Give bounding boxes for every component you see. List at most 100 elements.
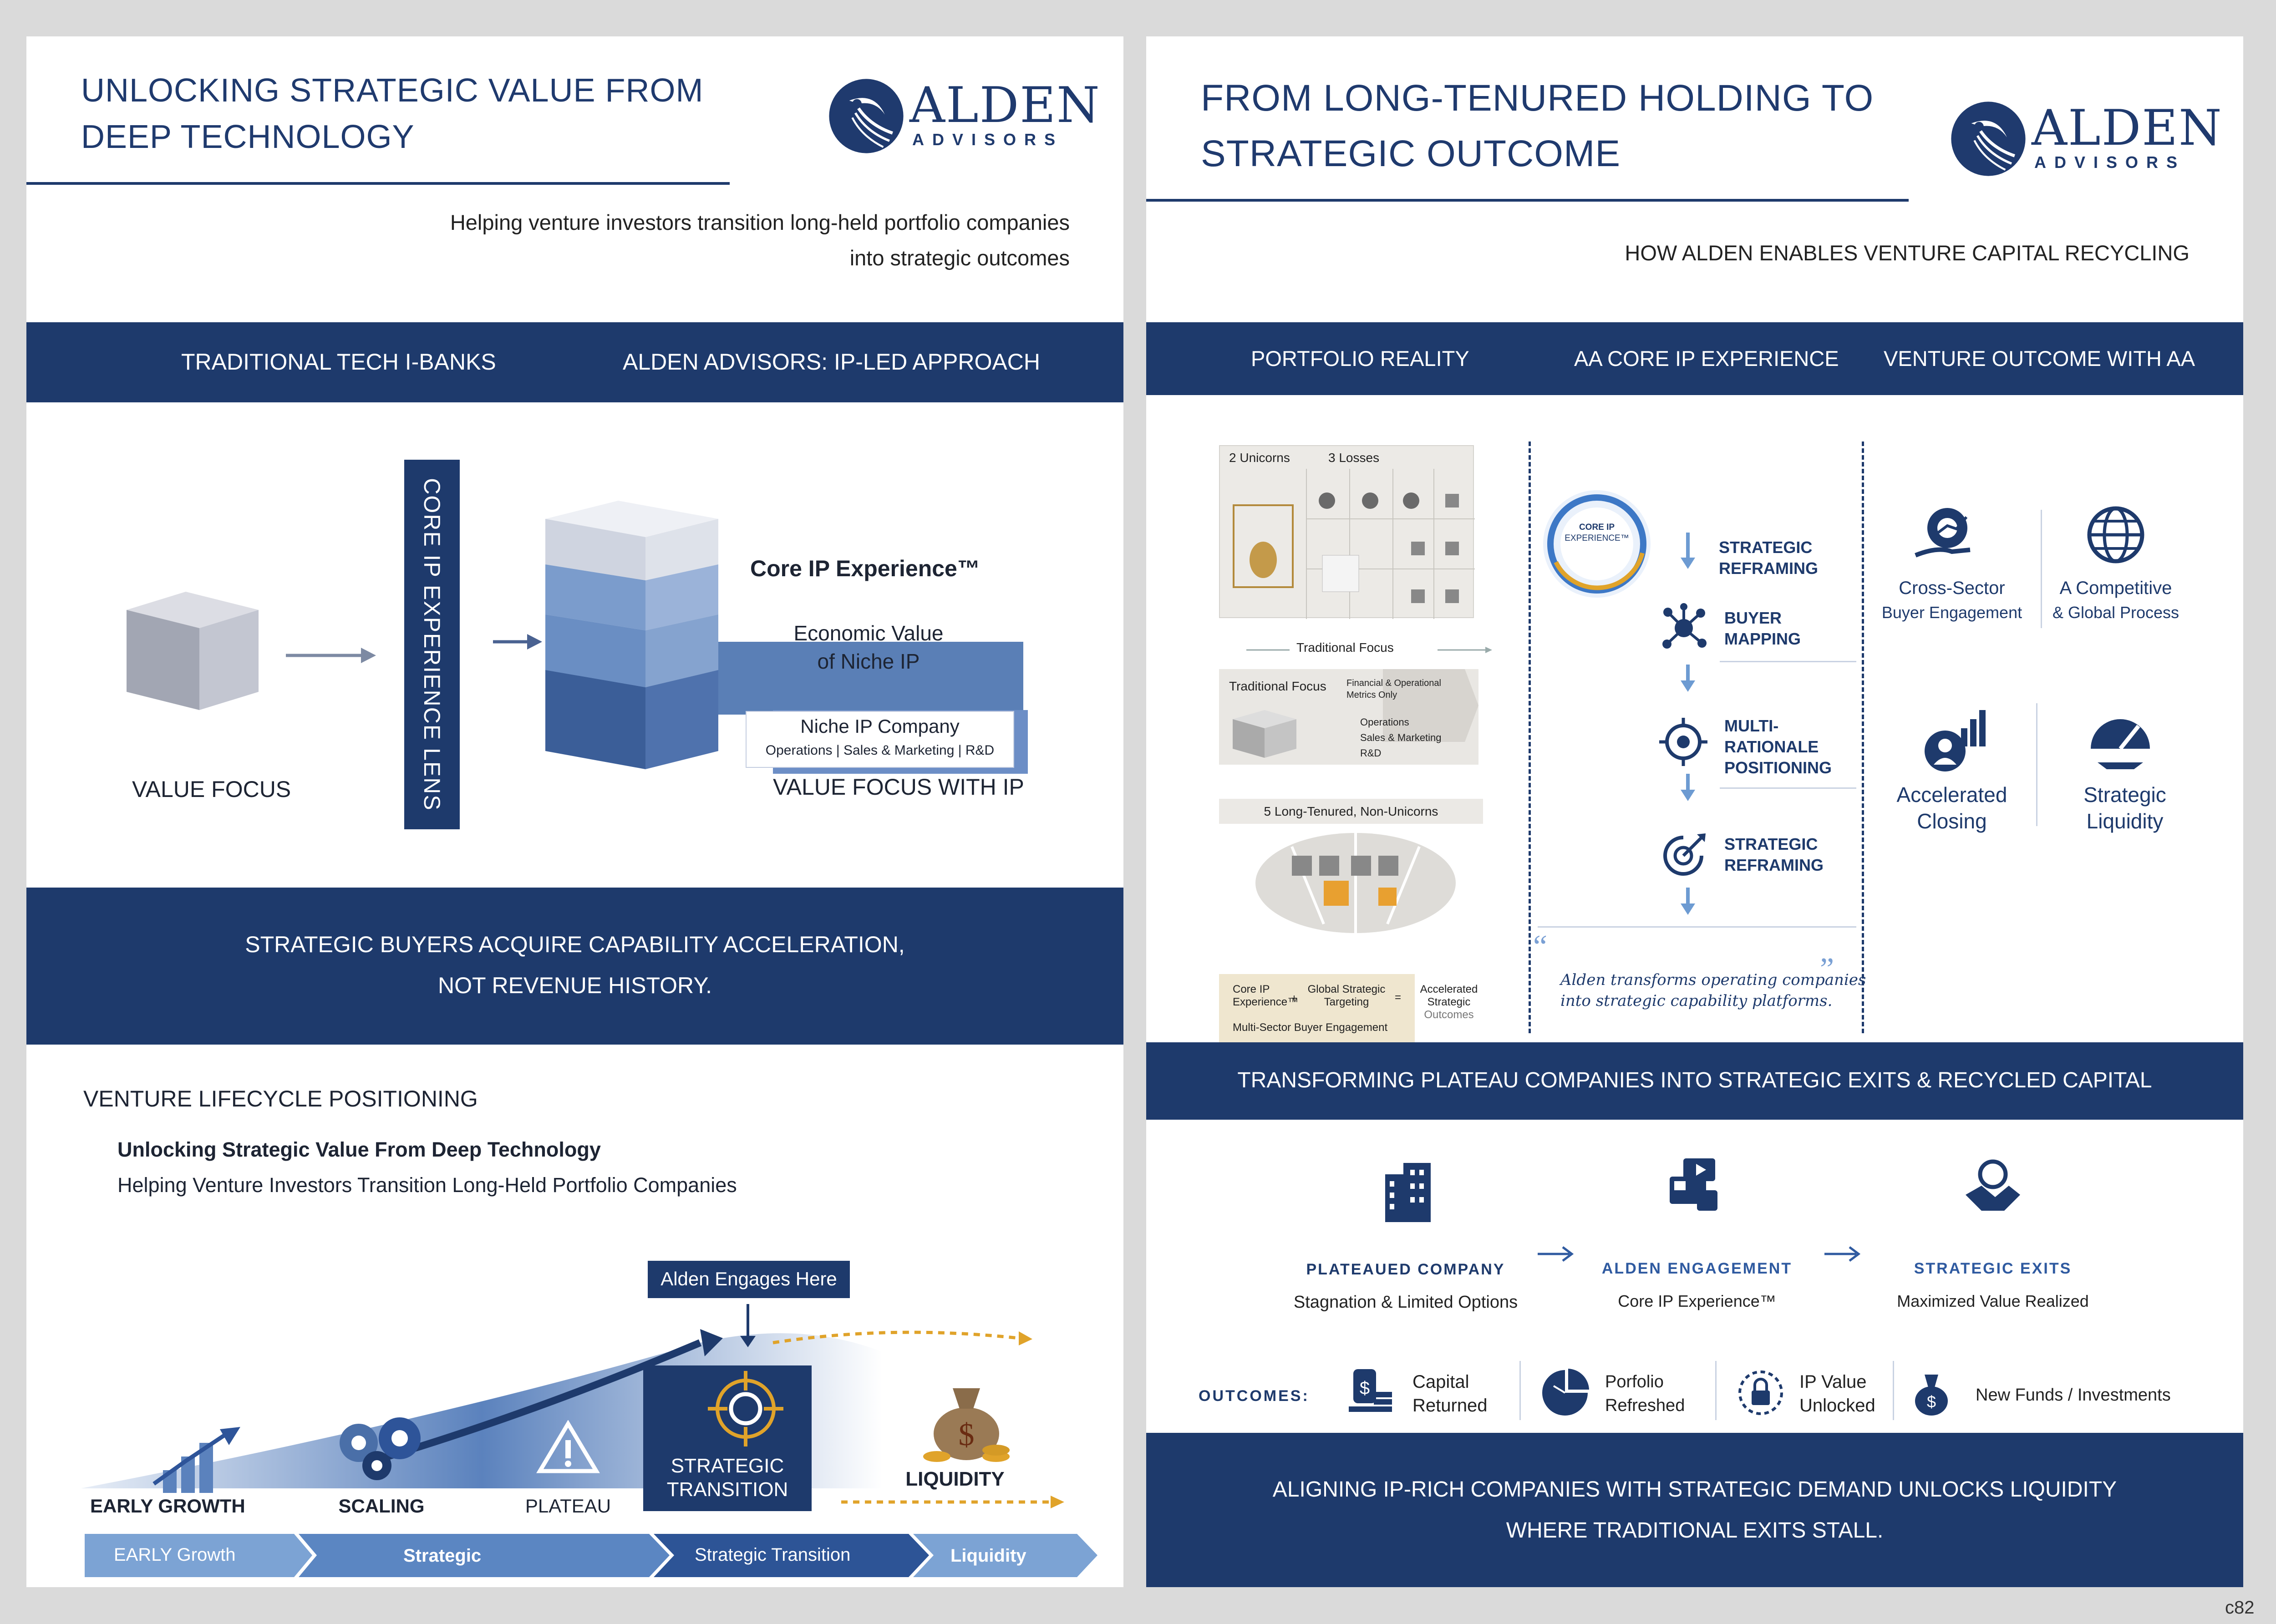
eq-core-line1: Core IP <box>1233 983 1270 995</box>
eq-accelerated: Accelerated Strategic Outcomes <box>1408 983 1490 1021</box>
outcome-1-line1: Cross-Sector <box>1899 578 2005 598</box>
alden-logo-mark-icon <box>829 79 904 153</box>
step-4-line2: REFRAMING <box>1724 856 1824 874</box>
outcome-1: Cross-Sector Buyer Engagement <box>1875 576 2029 625</box>
flow-alden-title: ALDEN ENGAGEMENT <box>1601 1260 1793 1277</box>
outcome-2-line1: A Competitive <box>2059 578 2172 598</box>
core-badge-line1: CORE IP <box>1579 523 1615 532</box>
arrow-icon <box>493 634 542 650</box>
outcome-item-2: Porfolio Refreshed <box>1605 1370 1685 1417</box>
steps-arrows <box>1681 533 1695 915</box>
title-underline <box>26 182 730 185</box>
eq-global-line2: Targeting <box>1324 996 1369 1008</box>
step-divider <box>1720 661 1856 662</box>
network-icon <box>1662 603 1707 649</box>
stage-plateau: PLATEAU <box>525 1495 611 1517</box>
target-icon <box>1659 718 1707 766</box>
alden-logo: ALDEN ADVISORS <box>1950 100 2222 178</box>
outcome-2-line2: & Global Process <box>2052 603 2179 622</box>
value-focus-ip-label: VALUE FOCUS WITH IP <box>773 774 1024 800</box>
logo-sub: ADVISORS <box>2034 153 2186 172</box>
outcome-divider <box>2041 510 2042 628</box>
columns-band: PORTFOLIO REALITY AA CORE IP EXPERIENCE … <box>1146 322 2243 395</box>
value-focus-cube <box>127 592 259 710</box>
eq-global-line1: Global Strategic <box>1307 983 1386 995</box>
chevron-strategic-transition: Strategic Transition <box>695 1545 851 1565</box>
step-2-line2: MAPPING <box>1724 629 1801 648</box>
outcome-3-line1: Accelerated <box>1896 783 2007 807</box>
quote-text: Alden transforms operating companies int… <box>1560 969 1866 1011</box>
lens-bar: CORE IP EXPERIENCE LENS <box>404 460 460 829</box>
outcome-divider <box>2036 703 2037 826</box>
band-col-alden: ALDEN ADVISORS: IP-LED APPROACH <box>623 349 1040 375</box>
step-divider <box>1720 787 1856 789</box>
losses-label: 3 Losses <box>1328 451 1380 465</box>
step-4-line1: STRATEGIC <box>1724 835 1818 853</box>
person-chart-icon <box>1925 710 1986 771</box>
eq-global: Global Strategic Targeting <box>1301 983 1392 1009</box>
alden-engages-label: Alden Engages Here <box>660 1268 837 1289</box>
step-1-line2: REFRAMING <box>1719 559 1818 578</box>
bottom-band: ALIGNING IP-RICH COMPANIES WITH STRATEGI… <box>1146 1433 2243 1587</box>
left-subtitle: Helping venture investors transition lon… <box>450 205 1070 276</box>
step-4: STRATEGIC REFRAMING <box>1724 834 1824 876</box>
stage-strategic-line1: STRATEGIC <box>671 1455 784 1477</box>
outcome-3: Accelerated Closing <box>1875 782 2029 834</box>
left-subtitle-line2: into strategic outcomes <box>849 246 1070 270</box>
niche-company-box: Niche IP Company Operations | Sales & Ma… <box>746 711 1014 768</box>
step-1-line1: STRATEGIC <box>1719 538 1813 557</box>
comparison-band: TRADITIONAL TECH I-BANKS ALDEN ADVISORS:… <box>26 322 1123 402</box>
value-focus-label: VALUE FOCUS <box>132 776 291 802</box>
chevron-strategic: Strategic <box>403 1546 482 1566</box>
lifecycle-heading: Unlocking Strategic Value From Deep Tech… <box>117 1138 601 1161</box>
flow-exits-title: STRATEGIC EXITS <box>1914 1260 2072 1277</box>
outcome-row-divider <box>1715 1361 1717 1420</box>
logo-sub: ADVISORS <box>912 130 1064 149</box>
gears-icon <box>340 1417 421 1480</box>
outcome-row-divider <box>1519 1361 1521 1420</box>
outcome-row-divider <box>1893 1361 1894 1420</box>
globe-icon <box>2087 506 2144 563</box>
step-3-line2: RATIONALE <box>1724 737 1819 756</box>
band-col-outcome: VENTURE OUTCOME WITH AA <box>1884 346 2195 370</box>
chevron-bar <box>85 1534 1097 1577</box>
metrics-only-line1: Financial & Operational <box>1346 678 1441 688</box>
bottom-statement: ALIGNING IP-RICH COMPANIES WITH STRATEGI… <box>1146 1469 2243 1551</box>
outcomes-label: OUTCOMES: <box>1199 1387 1310 1405</box>
outcome-item-2-line1: Porfolio <box>1605 1372 1664 1391</box>
sales-label: Sales & Marketing <box>1360 732 1442 743</box>
title-underline <box>1146 199 1909 202</box>
ops-label: Operations <box>1360 716 1409 728</box>
logo-name: ALDEN <box>909 77 1101 134</box>
right-subtitle: HOW ALDEN ENABLES VENTURE CAPITAL RECYCL… <box>1625 241 2190 265</box>
gear-growth-icon <box>1915 508 1971 558</box>
transform-band: TRANSFORMING PLATEAU COMPANIES INTO STRA… <box>1146 1042 2243 1120</box>
quote-line2: into strategic capability platforms. <box>1560 992 1833 1010</box>
outcome-item-3-line2: Unlocked <box>1799 1396 1875 1416</box>
lifecycle-graphic <box>81 1304 1064 1511</box>
outcome-item-3: IP Value Unlocked <box>1799 1370 1875 1417</box>
portfolio-grid-card: 2 Unicorns 3 Losses <box>1219 445 1475 619</box>
building-icon <box>1385 1163 1431 1222</box>
bottom-line1: ALIGNING IP-RICH COMPANIES WITH STRATEGI… <box>1272 1477 2117 1502</box>
traditional-focus-card: Traditional Focus Financial & Operationa… <box>1219 669 1478 765</box>
equation-card: Core IP Experience™ + Global Strategic T… <box>1219 974 1415 1043</box>
outcome-2: A Competitive & Global Process <box>2038 576 2193 625</box>
outcome-1-line2: Buyer Engagement <box>1881 603 2022 622</box>
stage-strategic-line2: TRANSITION <box>666 1478 788 1501</box>
portfolio-grid-graphic <box>1233 469 1475 619</box>
stage-strategic-transition: STRATEGIC TRANSITION <box>643 1454 812 1502</box>
band-col-core-ip: AA CORE IP EXPERIENCE <box>1574 346 1839 370</box>
outcome-item-1-line2: Returned <box>1412 1396 1488 1416</box>
traditional-arrow <box>1383 669 1478 742</box>
step-2-line1: BUYER <box>1724 609 1782 627</box>
niche-ops-label: Operations | Sales & Marketing | R&D <box>765 743 995 758</box>
target-icon <box>708 1371 783 1446</box>
flow-arrow-icon <box>1824 1246 1861 1262</box>
warning-icon <box>536 1420 600 1473</box>
long-tenured-tag: 5 Long-Tenured, Non-Unicorns <box>1219 799 1483 824</box>
divider-left <box>1529 442 1531 1033</box>
stage-scaling: SCALING <box>338 1495 425 1517</box>
stage-early-growth: EARLY GROWTH <box>90 1495 245 1517</box>
eq-core-line2: Experience™ <box>1233 996 1299 1008</box>
